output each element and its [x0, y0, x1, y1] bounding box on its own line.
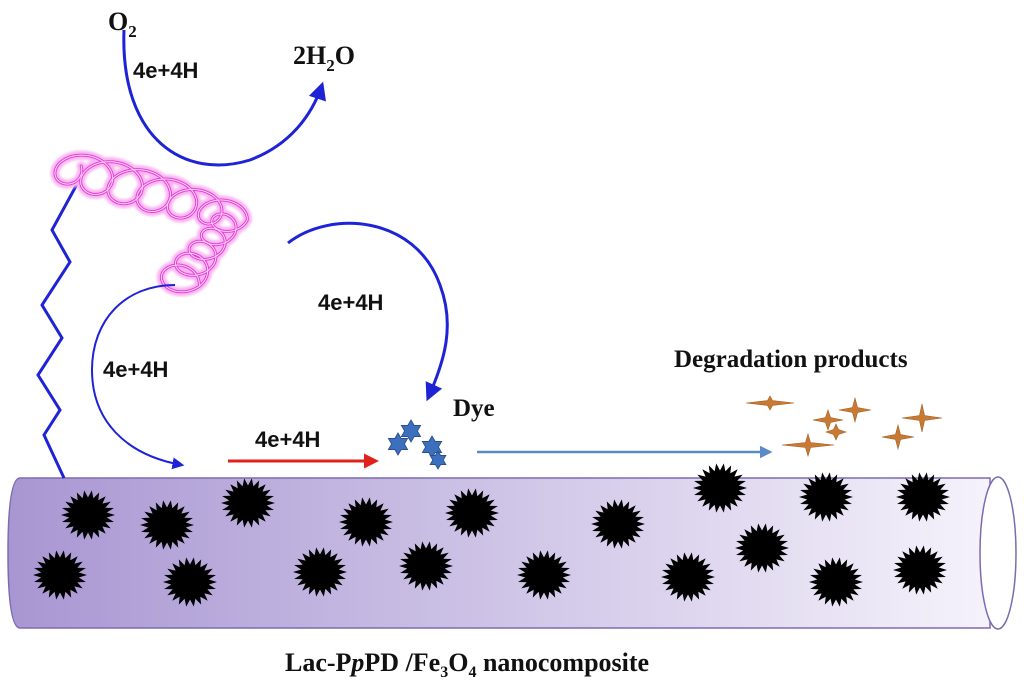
laccase-enzyme-coil	[50, 150, 252, 297]
fe3o4-nanoparticles	[33, 463, 950, 607]
nanoparticle-icon	[140, 500, 194, 550]
degradation-product-icon	[838, 396, 872, 424]
water-label: 2H2O	[293, 41, 355, 75]
nanoparticle-icon	[293, 547, 347, 597]
electron-label-right: 4e+4H	[318, 290, 383, 315]
nanoparticle-icon	[445, 488, 499, 538]
degradation-product-icon	[825, 423, 847, 441]
dye-label: Dye	[453, 395, 495, 422]
nanoparticle-icon	[591, 499, 645, 549]
nanoparticle-icon	[735, 523, 789, 573]
nanoparticle-icon	[693, 463, 747, 513]
nanoparticle-icon	[61, 490, 115, 540]
degradation-product-icon	[812, 409, 844, 431]
o2-label: O2	[108, 7, 137, 41]
electron-label-top: 4e+4H	[133, 58, 198, 83]
nanoparticle-icon	[896, 472, 950, 522]
nanoparticle-icon	[517, 550, 571, 600]
degradation-products-label: Degradation products	[674, 346, 908, 373]
electron-to-dye-arrow	[287, 221, 449, 402]
nanoparticle-icon	[163, 557, 217, 607]
electron-label-left: 4e+4H	[103, 357, 168, 382]
degradation-products-group	[745, 395, 943, 458]
nanoparticle-icon	[221, 478, 275, 528]
degradation-product-icon	[745, 395, 795, 411]
nanoparticle-icon	[893, 545, 947, 595]
dye-star-icon	[429, 450, 447, 470]
dye-molecules	[387, 419, 447, 470]
electron-label-surface: 4e+4H	[255, 427, 320, 452]
nanoparticle-icon	[809, 557, 863, 607]
nanoparticle-icon	[339, 497, 393, 547]
degradation-product-icon	[881, 423, 915, 451]
degradation-product-icon	[901, 403, 943, 433]
nanocomposite-rod	[7, 476, 1017, 630]
dye-star-icon	[400, 419, 422, 443]
nanoparticle-icon	[799, 472, 853, 522]
electron-to-rod-arrow	[90, 284, 185, 470]
oxygen-reduction-arrow	[122, 29, 326, 167]
nanocomposite-caption: Lac-PpPD /Fe3O4 nanocomposite	[285, 648, 649, 681]
degradation-product-icon	[781, 432, 835, 458]
nanoparticle-icon	[399, 541, 453, 591]
zigzag-linker	[36, 174, 84, 479]
nanoparticle-icon	[33, 550, 87, 600]
dye-star-icon	[387, 432, 409, 456]
nanoparticle-icon	[661, 552, 715, 602]
